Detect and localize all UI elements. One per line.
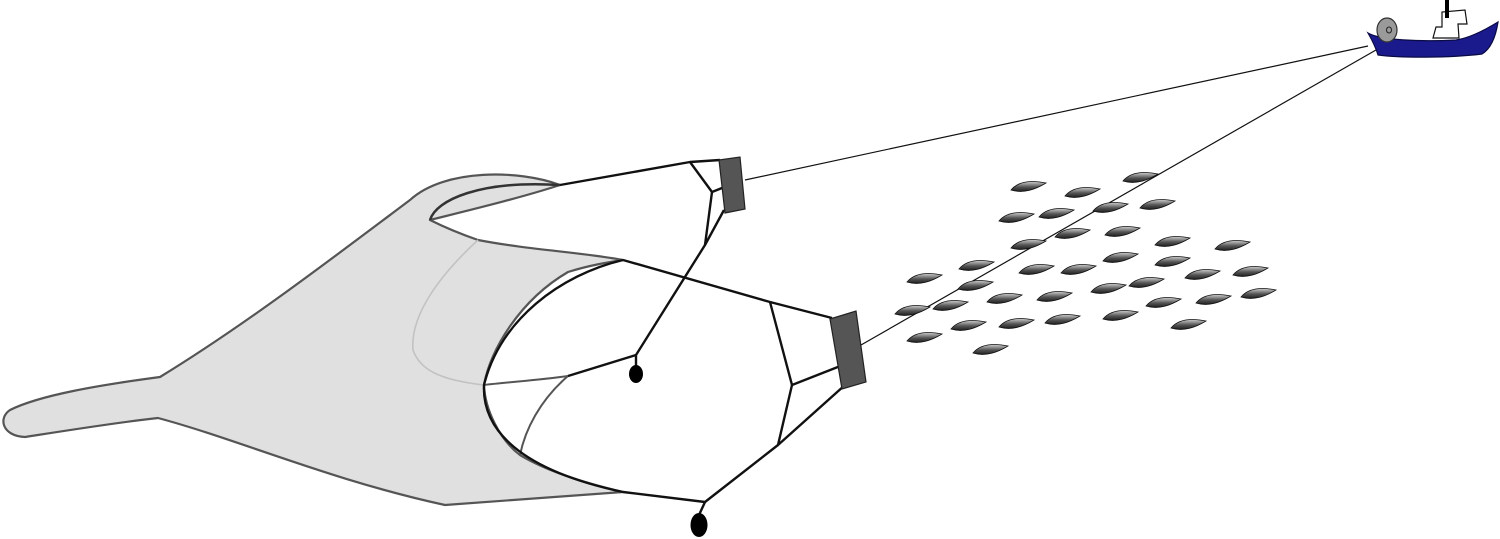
fish (1102, 310, 1140, 321)
fish (1195, 294, 1233, 305)
fish (1054, 228, 1092, 239)
weights (629, 365, 708, 537)
otter-board-lower (829, 310, 867, 390)
weight-lower (690, 513, 708, 537)
fish (932, 300, 970, 311)
fish (1060, 264, 1098, 275)
trawl-net (2, 173, 625, 507)
otter-boards (718, 156, 867, 390)
fish (1010, 239, 1048, 250)
bridle-upper-drop (703, 191, 726, 247)
fish (1090, 283, 1128, 294)
footrope-to-weight (697, 501, 707, 516)
fish (1102, 252, 1140, 263)
fish (998, 212, 1036, 223)
bridle-upper-to-weight (634, 244, 707, 368)
fish (1240, 288, 1278, 299)
fish (1038, 208, 1076, 219)
warp-line-lower (860, 49, 1377, 346)
net-seam-back (412, 239, 485, 386)
fish (1128, 277, 1166, 288)
bridle-lower-headline (622, 258, 833, 320)
fish (1044, 314, 1082, 325)
vessel-wheelhouse (1432, 9, 1468, 39)
fish (950, 320, 988, 331)
fish (906, 332, 944, 343)
fish (1018, 264, 1056, 275)
bridle-upper-lower (567, 353, 637, 378)
vessel-winch-hub (1386, 26, 1392, 34)
fish (958, 260, 996, 271)
fish (972, 344, 1010, 355)
net-mouth (482, 258, 624, 494)
fish (1232, 266, 1270, 277)
fish (1036, 291, 1074, 302)
fish (1139, 199, 1177, 210)
bridle-upper-branch (689, 161, 723, 194)
fish (1104, 226, 1142, 237)
weight-upper (629, 365, 643, 383)
net-body (2, 173, 625, 507)
warp-lines (744, 45, 1377, 346)
fishing-vessel (1366, 0, 1499, 58)
fish (1154, 236, 1192, 247)
fish (1184, 269, 1222, 280)
vessel-mast (1445, 0, 1449, 18)
fish (1064, 187, 1102, 198)
fish (957, 280, 995, 291)
fish (1154, 256, 1192, 267)
otter-board-upper (718, 156, 746, 214)
fish (1170, 319, 1208, 330)
bridles (559, 158, 849, 516)
fish (986, 293, 1024, 304)
fish-school (894, 172, 1278, 355)
fish (1122, 172, 1160, 183)
vessel-hull (1366, 20, 1499, 58)
fish (894, 305, 932, 316)
footrope (622, 444, 779, 504)
fish (1214, 240, 1252, 251)
fish (1145, 297, 1183, 308)
bridle-upper-headline (559, 158, 721, 187)
fish (1010, 181, 1048, 192)
fish (906, 273, 944, 284)
bridle-lower-drop (776, 384, 846, 447)
warp-line-upper (744, 45, 1369, 181)
net-seam-upper (428, 183, 561, 221)
fish (1092, 202, 1130, 213)
fish (998, 318, 1036, 329)
